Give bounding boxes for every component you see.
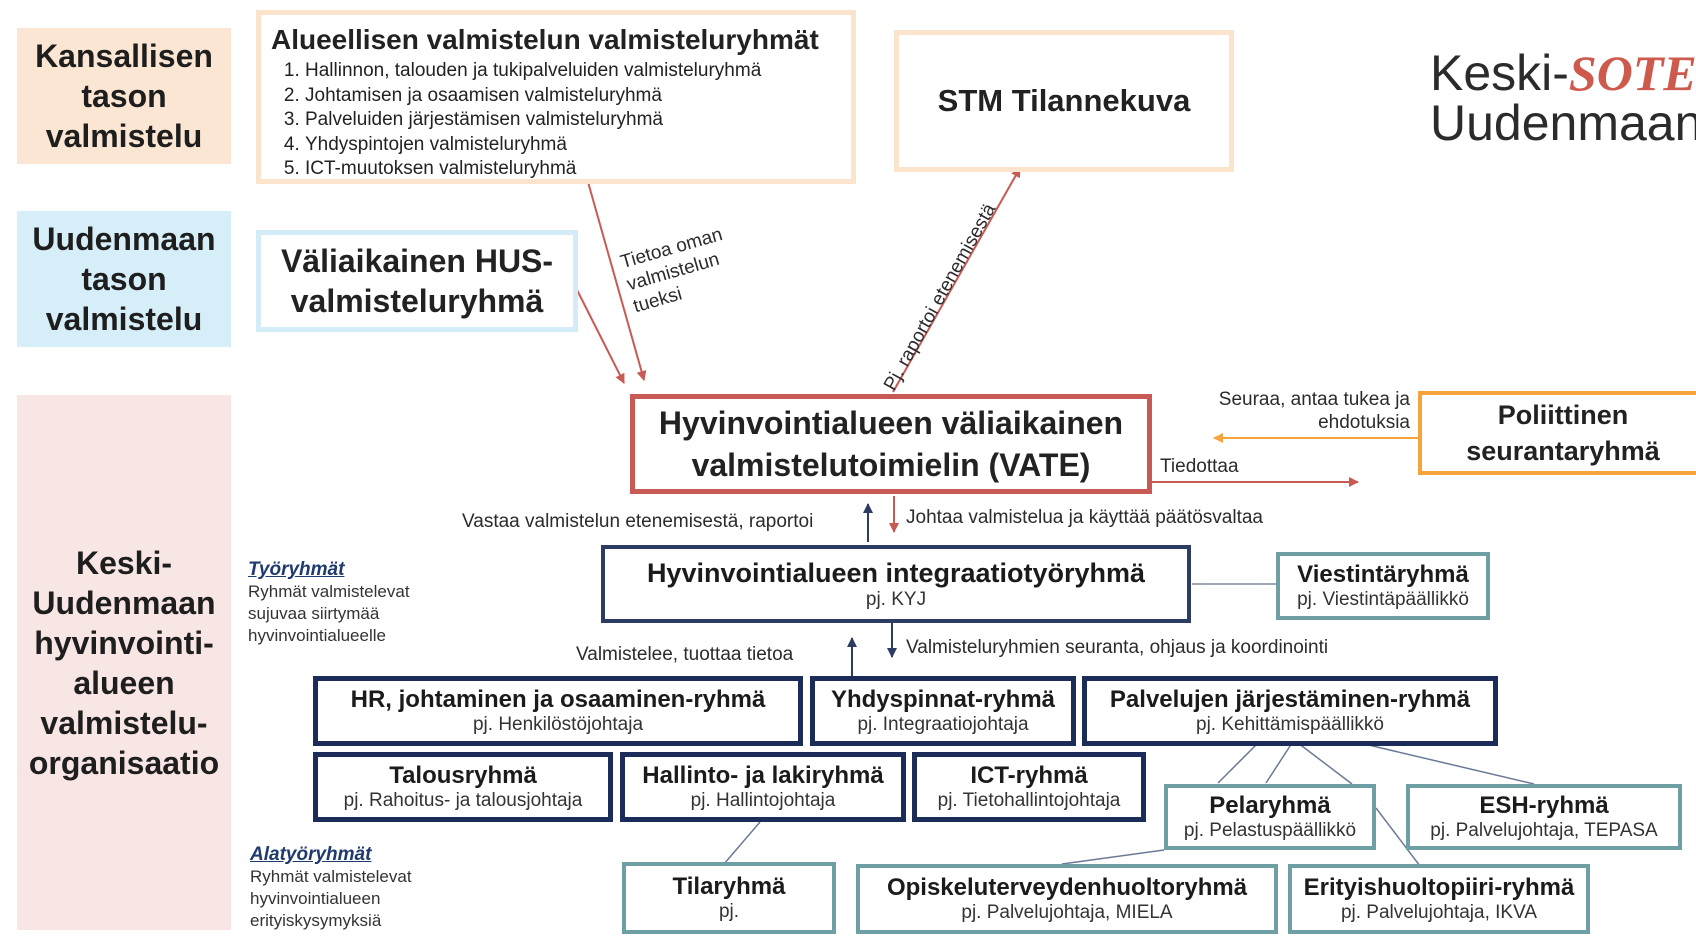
special-care-group-chair: pj. Palvelujohtaja, IKVA bbox=[1340, 902, 1538, 923]
finance-group-title: Talousryhmä bbox=[389, 762, 537, 789]
arrow-regional-to-vate bbox=[587, 181, 647, 381]
legal-group-box: Hallinto- ja lakiryhmä pj. Hallintojohta… bbox=[620, 752, 906, 822]
regional-group-item: ICT-muutoksen valmisteluryhmä bbox=[305, 157, 841, 182]
label-informs: Tiedottaa bbox=[1160, 456, 1239, 477]
interfaces-group-chair: pj. Integraatiojohtaja bbox=[857, 714, 1029, 735]
integration-group-box: Hyvinvointialueen integraatiotyöryhmä pj… bbox=[601, 545, 1191, 623]
interfaces-group-box: Yhdyspinnat-ryhmä pj. Integraatiojohtaja bbox=[810, 676, 1076, 746]
hr-group-box: HR, johtaminen ja osaaminen-ryhmä pj. He… bbox=[313, 676, 803, 746]
student-health-group-chair: pj. Palvelujohtaja, MIELA bbox=[961, 902, 1173, 923]
legal-group-chair: pj. Hallintojohtaja bbox=[690, 790, 836, 811]
political-group-box: Poliittinen seurantaryhmä bbox=[1418, 391, 1696, 475]
regional-group-item: Johtamisen ja osaamisen valmisteluryhmä bbox=[305, 84, 841, 109]
label-follows-supports: Seuraa, antaa tukea ja ehdotuksia bbox=[1218, 389, 1410, 433]
logo-text-3: Uudenmaan bbox=[1430, 95, 1696, 151]
esh-group-title: ESH-ryhmä bbox=[1479, 792, 1609, 819]
facilities-group-box: Tilaryhmä pj. bbox=[622, 862, 836, 934]
facilities-group-chair: pj. bbox=[718, 901, 740, 922]
level-uusimaa: Uudenmaan tason valmistelu bbox=[17, 211, 231, 347]
special-care-group-box: Erityishuoltopiiri-ryhmä pj. Palvelujoht… bbox=[1288, 864, 1590, 934]
regional-groups-list: Hallinnon, talouden ja tukipalveluiden v… bbox=[271, 59, 841, 182]
label-monitoring: Valmisteluryhmien seuranta, ohjaus ja ko… bbox=[906, 637, 1329, 658]
special-care-group-title: Erityishuoltopiiri-ryhmä bbox=[1303, 874, 1575, 901]
logo-text-1: Keski- bbox=[1430, 46, 1569, 101]
integration-group-chair: pj. KYJ bbox=[865, 589, 927, 610]
services-group-title: Palvelujen järjestäminen-ryhmä bbox=[1109, 686, 1471, 713]
hr-group-chair: pj. Henkilöstöjohtaja bbox=[472, 714, 644, 735]
facilities-group-title: Tilaryhmä bbox=[672, 873, 786, 900]
legal-group-title: Hallinto- ja lakiryhmä bbox=[642, 762, 884, 789]
working-groups-note: Työryhmät Ryhmät valmistelevat sujuvaa s… bbox=[248, 559, 458, 647]
student-health-group-title: Opiskeluterveydenhuoltoryhmä bbox=[886, 874, 1248, 901]
subgroups-note: Alatyöryhmät Ryhmät valmistelevat hyvinv… bbox=[250, 844, 460, 932]
link-palv-esh bbox=[1359, 742, 1535, 785]
working-groups-text: Ryhmät valmistelevat sujuvaa siirtymää h… bbox=[248, 582, 410, 645]
vate-box: Hyvinvointialueen väliaikainen valmistel… bbox=[630, 394, 1152, 494]
finance-group-box: Talousryhmä pj. Rahoitus- ja talousjohta… bbox=[313, 752, 613, 822]
logo-text-2: SOTE bbox=[1568, 46, 1696, 101]
level-keski-uusimaa: Keski-Uudenmaan hyvinvointi-alueen valmi… bbox=[17, 395, 231, 930]
label-prepares: Valmistelee, tuottaa tietoa bbox=[576, 644, 794, 665]
arrow-hus-to-vate bbox=[572, 281, 625, 384]
hus-box: Väliaikainen HUS-valmisteluryhmä bbox=[256, 230, 578, 332]
services-group-box: Palvelujen järjestäminen-ryhmä pj. Kehit… bbox=[1082, 676, 1498, 746]
regional-group-item: Yhdyspintojen valmisteluryhmä bbox=[305, 133, 841, 158]
stm-box: STM Tilannekuva bbox=[894, 30, 1234, 172]
level-national: Kansallisen tason valmistelu bbox=[17, 28, 231, 164]
regional-group-item: Hallinnon, talouden ja tukipalveluiden v… bbox=[305, 59, 841, 84]
finance-group-chair: pj. Rahoitus- ja talousjohtaja bbox=[343, 790, 583, 811]
link-pela-eri bbox=[1375, 807, 1421, 867]
ict-group-box: ICT-ryhmä pj. Tietohallintojohtaja bbox=[912, 752, 1146, 822]
services-group-chair: pj. Kehittämispäällikkö bbox=[1196, 714, 1384, 735]
keski-sote-logo: Keski-SOTE Uudenmaan bbox=[1430, 46, 1696, 156]
link-palv-pela-2 bbox=[1265, 742, 1293, 784]
regional-groups-box: Alueellisen valmistelun valmisteluryhmät… bbox=[256, 10, 856, 184]
rescue-group-box: Pelaryhmä pj. Pelastuspäällikkö bbox=[1164, 784, 1376, 850]
link-palv-pela bbox=[1217, 742, 1259, 784]
integration-group-title: Hyvinvointialueen integraatiotyöryhmä bbox=[646, 558, 1146, 588]
regional-groups-title: Alueellisen valmistelun valmisteluryhmät bbox=[271, 24, 819, 55]
subgroups-title: Alatyöryhmät bbox=[250, 844, 372, 865]
link-hallinto-tila bbox=[723, 821, 761, 865]
hr-group-title: HR, johtaminen ja osaaminen-ryhmä bbox=[350, 686, 766, 713]
link-palv-eri bbox=[1297, 742, 1353, 785]
rescue-group-chair: pj. Pelastuspäällikkö bbox=[1183, 820, 1357, 841]
interfaces-group-title: Yhdyspinnat-ryhmä bbox=[830, 686, 1056, 713]
student-health-group-box: Opiskeluterveydenhuoltoryhmä pj. Palvelu… bbox=[856, 864, 1278, 934]
link-pela-opis bbox=[1061, 849, 1165, 865]
arrow-vate-to-stm bbox=[892, 167, 1021, 393]
communications-group-title: Viestintäryhmä bbox=[1297, 561, 1469, 588]
ict-group-chair: pj. Tietohallintojohtaja bbox=[937, 790, 1121, 811]
ict-group-title: ICT-ryhmä bbox=[970, 762, 1088, 789]
esh-group-box: ESH-ryhmä pj. Palvelujohtaja, TEPASA bbox=[1406, 784, 1682, 850]
label-responsible: Vastaa valmistelun etenemisestä, raporto… bbox=[462, 511, 814, 532]
communications-group-box: Viestintäryhmä pj. Viestintäpäällikkö bbox=[1276, 552, 1490, 620]
esh-group-chair: pj. Palvelujohtaja, TEPASA bbox=[1430, 820, 1658, 841]
label-leads: Johtaa valmistelua ja käyttää päätösvalt… bbox=[906, 507, 1263, 528]
subgroups-text: Ryhmät valmistelevat hyvinvointialueen e… bbox=[250, 867, 412, 930]
working-groups-title: Työryhmät bbox=[248, 559, 345, 580]
regional-group-item: Palveluiden järjestämisen valmisteluryhm… bbox=[305, 108, 841, 133]
rescue-group-title: Pelaryhmä bbox=[1209, 792, 1331, 819]
communications-group-chair: pj. Viestintäpäällikkö bbox=[1297, 589, 1469, 610]
